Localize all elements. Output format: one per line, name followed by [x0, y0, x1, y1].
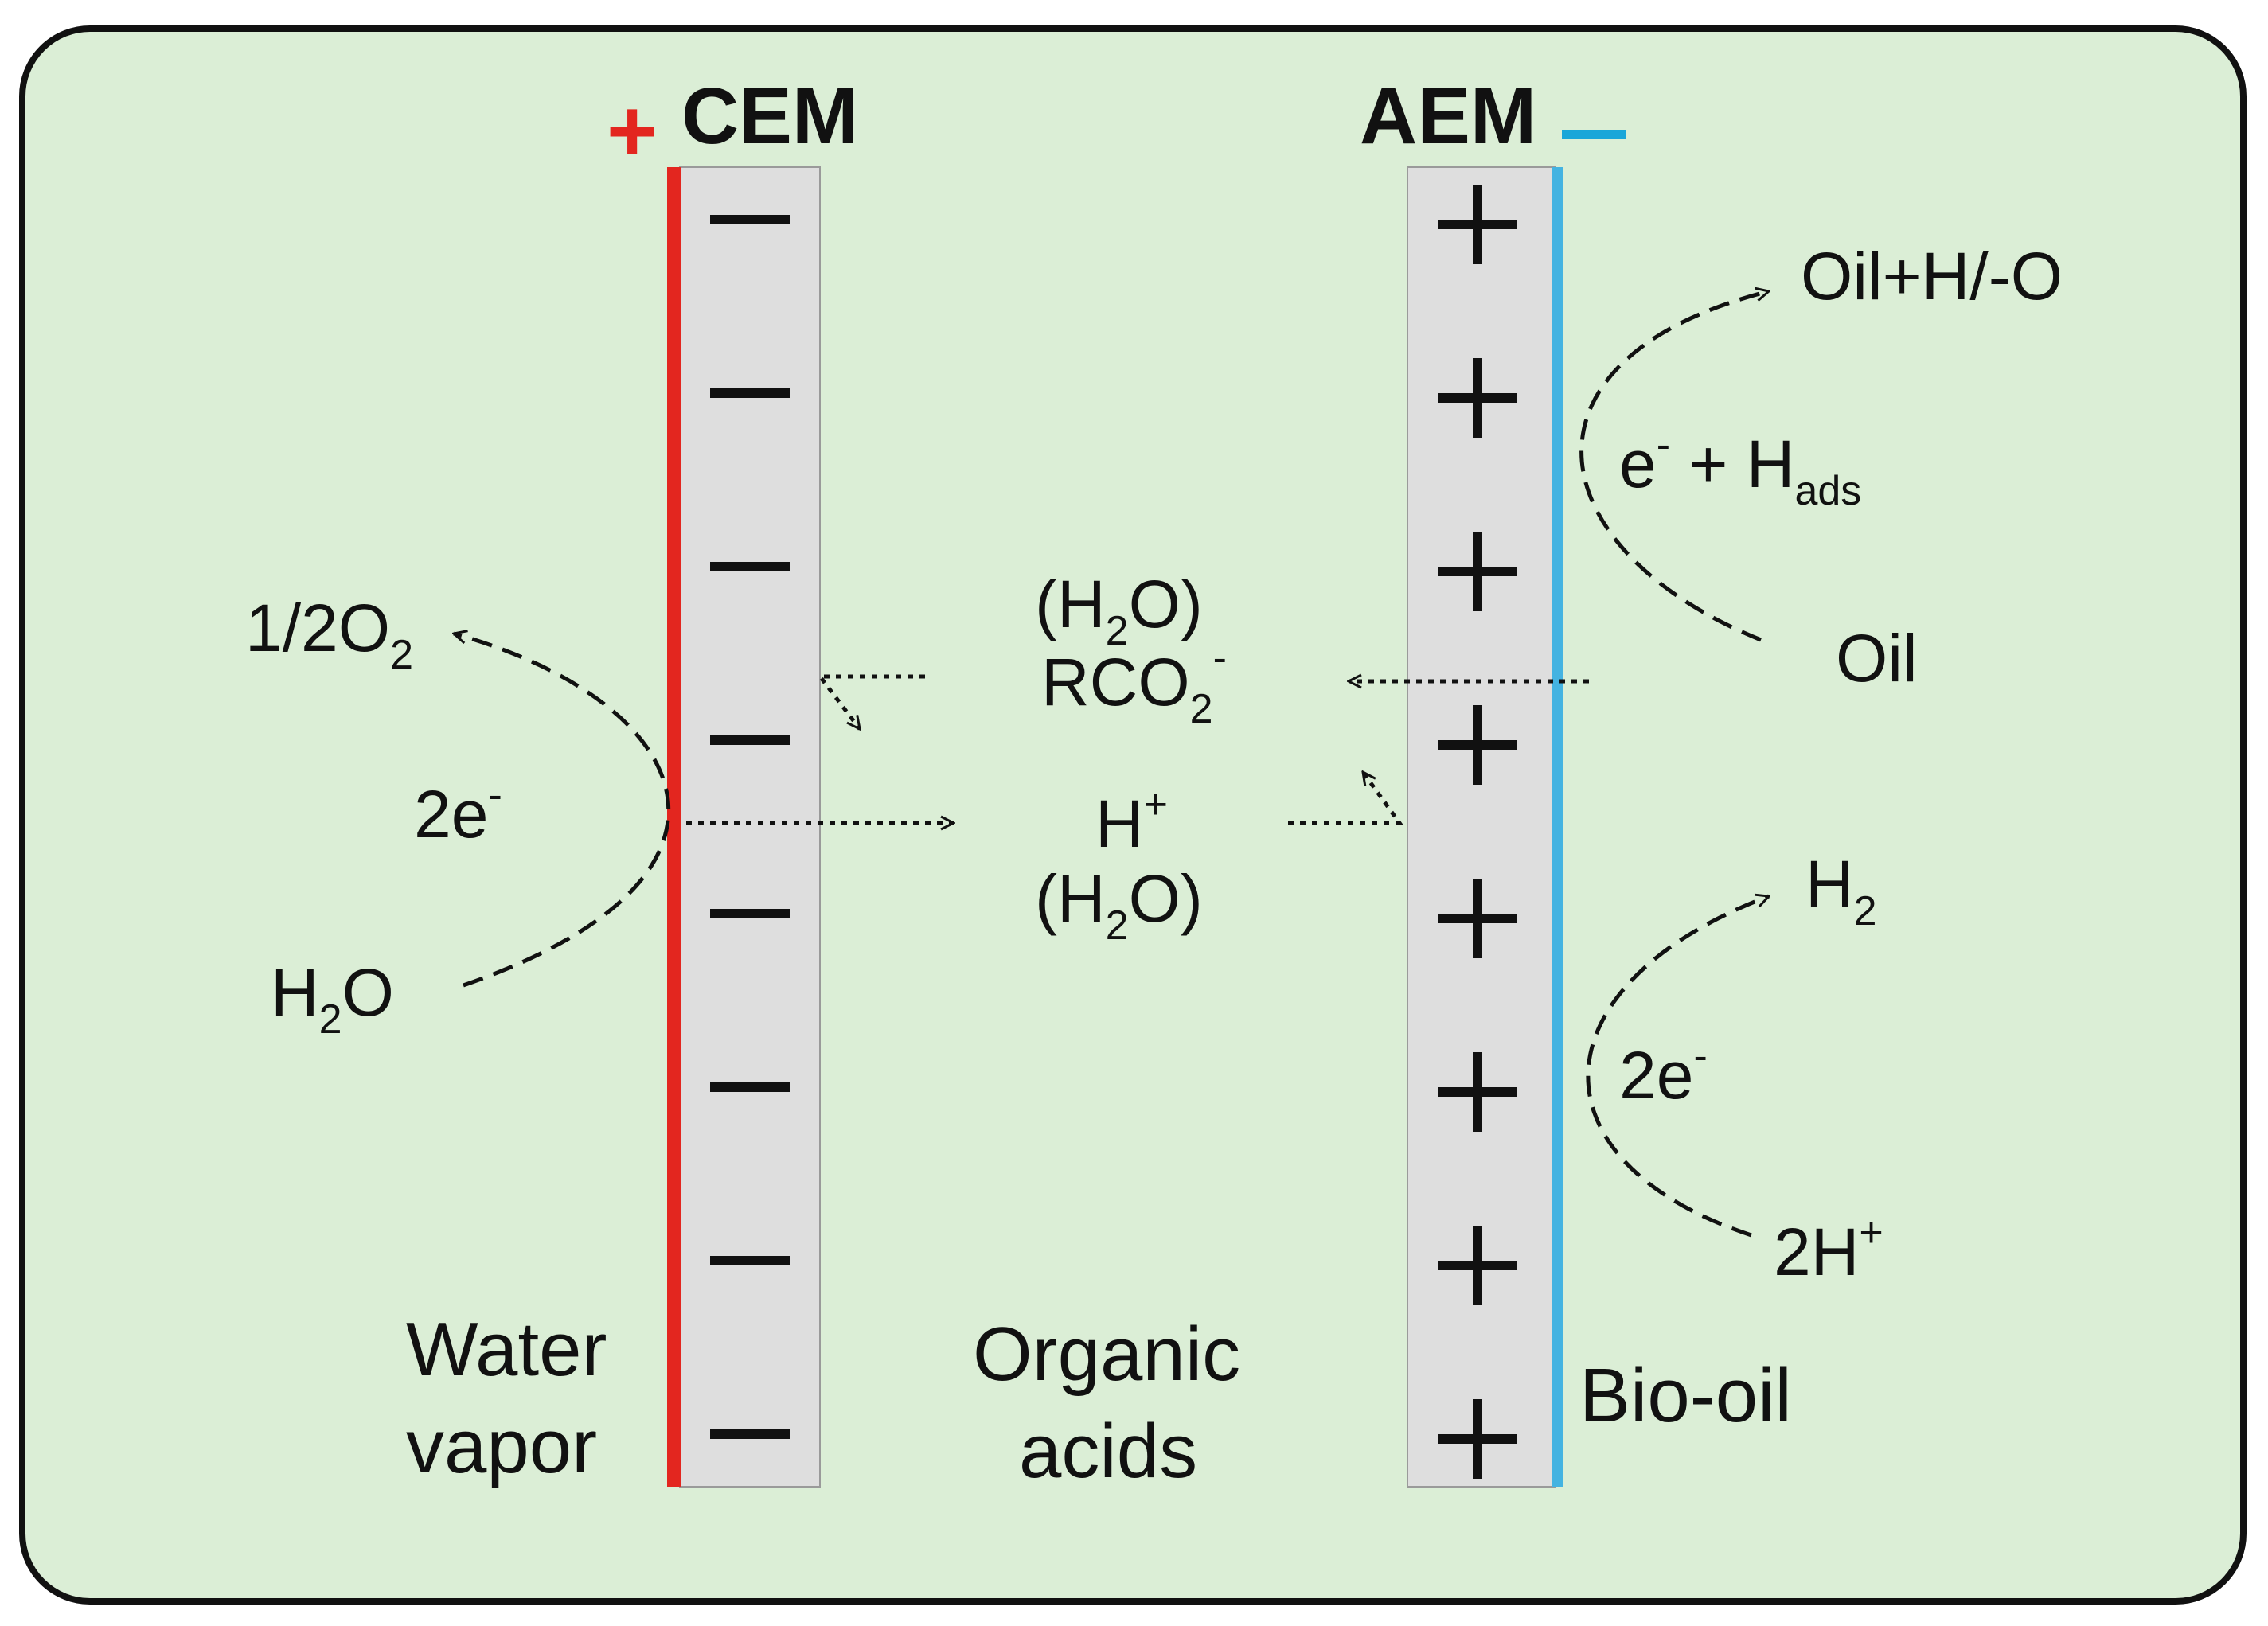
- anode-product-label: 1/2O2: [245, 591, 413, 678]
- cem-label: CEM: [681, 72, 858, 161]
- anode-electrons-label: 2e-: [414, 772, 502, 852]
- middle-chamber-label-line2: acids: [1019, 1409, 1197, 1494]
- anode-electrode: [667, 167, 681, 1487]
- middle-water-top-label: (H2O): [1035, 567, 1203, 654]
- cem-negative-charge: [710, 215, 790, 224]
- cathode-oil-reaction-arrow: [1579, 291, 1769, 642]
- aem-positive-charge: [1438, 358, 1517, 438]
- ion-transport-arrows: [686, 677, 1589, 823]
- cathode-chamber-label: Bio-oil: [1579, 1353, 1792, 1438]
- aem-positive-charge: [1438, 532, 1517, 611]
- aem-positive-charge: [1438, 705, 1517, 785]
- cathode-electrons-top-label: e- + Hads: [1619, 422, 1861, 514]
- anode-chamber-label-line1: Water: [406, 1307, 607, 1392]
- aem-positive-charge: [1438, 879, 1517, 958]
- cathode-electrons-bottom-label: 2e-: [1619, 1033, 1708, 1113]
- anode-reaction-arrow: [454, 634, 671, 988]
- proton-transport-arrow-aem: [1288, 772, 1403, 825]
- cathode-reactant-top-label: Oil: [1836, 621, 1918, 696]
- aem-positive-charge: [1438, 1052, 1517, 1132]
- anode-reactant-label: H2O: [271, 955, 394, 1043]
- anode-sign: +: [607, 82, 658, 180]
- cathode-reactant-bottom-label: 2H+: [1774, 1210, 1883, 1289]
- aem-label: AEM: [1360, 72, 1536, 161]
- cem-negative-charge: [710, 562, 790, 571]
- aem-fixed-charges: [1438, 185, 1517, 1479]
- cathode-hydrogen-reaction-arrow: [1586, 896, 1769, 1238]
- cem-negative-charge: [710, 735, 790, 745]
- cathode-product-top-label: Oil+H/-O: [1801, 239, 2063, 314]
- middle-proton-label: H+: [1095, 782, 1168, 861]
- aem-positive-charge: [1438, 185, 1517, 264]
- cem-negative-charge: [710, 1082, 790, 1092]
- middle-water-bottom-label: (H2O): [1035, 861, 1203, 949]
- cathode-product-bottom-label: H2: [1805, 847, 1877, 934]
- cem-fixed-charges: [710, 215, 790, 1439]
- cem-membrane: [679, 166, 821, 1488]
- anode-chamber-label-line2: vapor: [406, 1404, 597, 1489]
- cem-negative-charge: [710, 909, 790, 918]
- cem-negative-charge: [710, 1429, 790, 1439]
- aem-positive-charge: [1438, 1399, 1517, 1479]
- middle-anion-label: RCO2-: [1041, 635, 1227, 732]
- aem-positive-charge: [1438, 1226, 1517, 1305]
- cem-negative-charge: [710, 1256, 790, 1265]
- middle-chamber-label-line1: Organic: [973, 1312, 1240, 1397]
- cathode-electrode: [1552, 167, 1563, 1487]
- cem-negative-charge: [710, 388, 790, 398]
- cathode-sign: [1562, 130, 1626, 139]
